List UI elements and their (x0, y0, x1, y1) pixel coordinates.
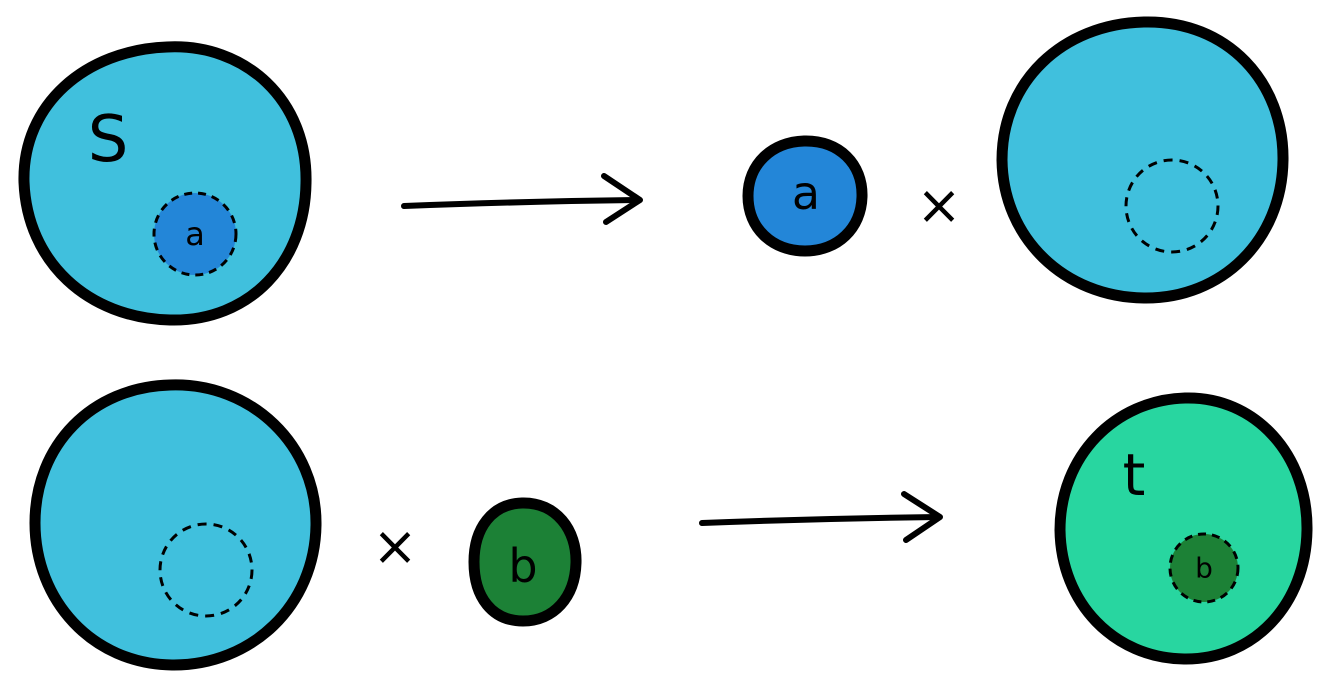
arrow-bottom-shaft (699, 514, 941, 526)
set-t-label: t (1123, 441, 1146, 509)
set-t-circle (1054, 392, 1313, 665)
embedded-element-b-label: b (1195, 552, 1213, 585)
arrow-bottom-head (901, 491, 943, 543)
embedded-element-a-label: a (185, 215, 205, 253)
set-s-minus-a-circle (996, 16, 1289, 304)
hole-top-right (1124, 158, 1220, 254)
set-s-minus-a-group (996, 16, 1289, 304)
arrow-top-shaft (401, 197, 641, 209)
arrow-top (401, 173, 643, 225)
element-a-label: a (792, 166, 820, 220)
arrow-top-head (601, 173, 643, 225)
element-a-group: a (742, 135, 868, 257)
element-a-circle (742, 135, 868, 257)
times-sign-top: × (916, 174, 961, 237)
set-s-circle-group: S a (18, 41, 312, 326)
set-s-minus-b-group (29, 379, 322, 671)
set-s-circle (18, 41, 312, 326)
set-s-label: S (88, 103, 129, 177)
embedded-element-a (152, 191, 238, 277)
element-b-label: b (508, 539, 537, 593)
set-s-minus-b-circle (29, 379, 322, 671)
element-b-circle (468, 497, 582, 627)
set-t-circle-group: t b (1054, 392, 1313, 665)
element-b-group: b (468, 497, 582, 627)
hole-bottom-left (158, 522, 254, 618)
embedded-element-b (1168, 532, 1240, 604)
times-sign-bottom: × (372, 515, 417, 578)
arrow-bottom (699, 491, 943, 543)
